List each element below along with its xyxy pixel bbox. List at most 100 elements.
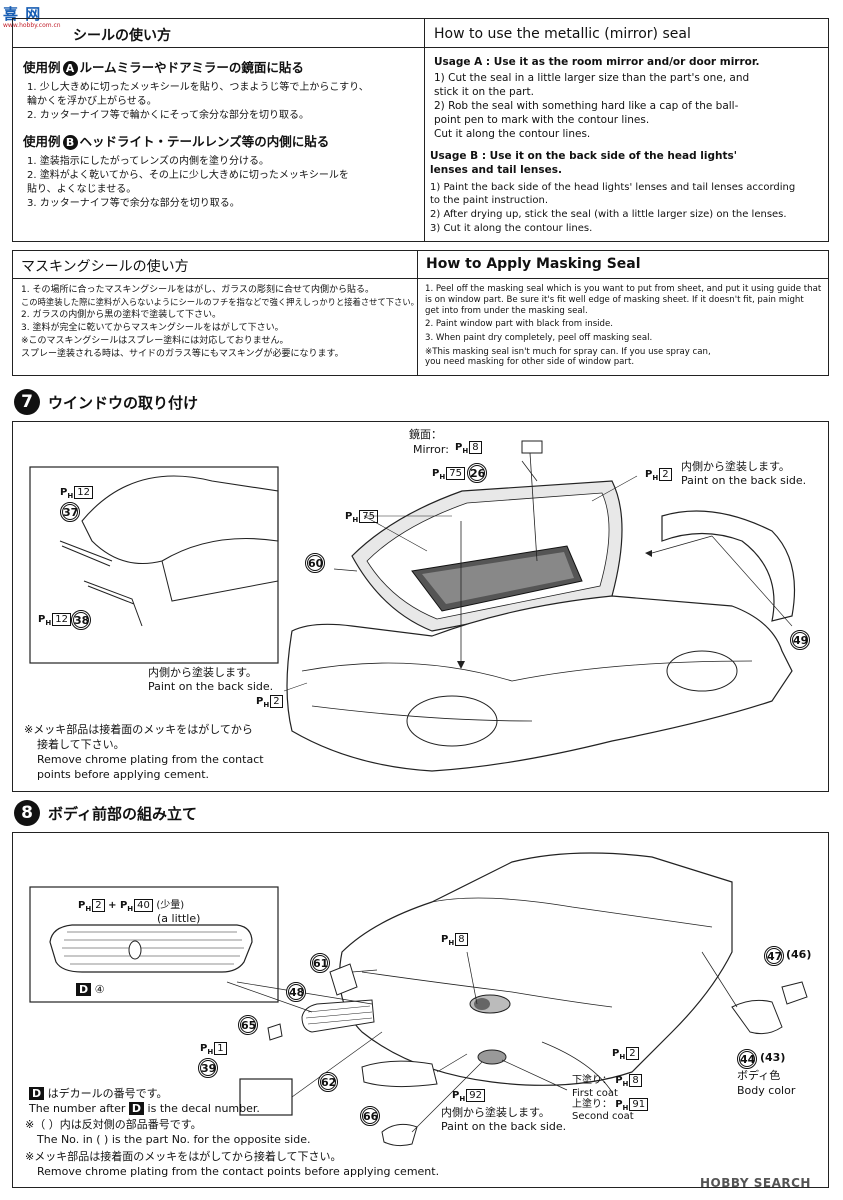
part-62-shape (361, 1060, 438, 1088)
mirror-b-line-1: 1. 塗装指示にしたがってレンズの内側を塗り分ける。 (27, 156, 270, 167)
part-46-label: (46) (786, 948, 812, 961)
car-front-body (338, 852, 733, 1086)
second-coat-en: Second coat (572, 1111, 634, 1122)
masking-jp-3: 2. ガラスの内側から黒の塗料で塗装して下さい。 (21, 310, 221, 320)
wiper-38 (83, 580, 143, 627)
part-49: 49 (790, 630, 810, 650)
chrome-note-jp-2: 接着して下さい。 (37, 738, 125, 751)
paint-back-en-right: Paint on the back side. (681, 474, 807, 487)
a-little-label: (a little) (157, 912, 201, 925)
part-61: 61 (310, 953, 330, 973)
paint-back-jp-left: 内側から塗装します。 (148, 666, 257, 679)
chrome-note-en-2: points before applying cement. (37, 768, 210, 781)
mirror-jp-title: シールの使い方 (73, 28, 171, 44)
mirror-label-en: Mirror: (413, 443, 449, 456)
mirror-divider (424, 19, 426, 241)
masking-jp-4: 3. 塗料が完全に乾いてからマスキングシールをはがして下さい。 (21, 323, 284, 333)
chrome-note-jp-8: ※メッキ部品は接着面のメッキをはがしてから接着して下さい。 (25, 1150, 342, 1163)
masking-jp-5: ※このマスキングシールはスプレー塗料には対応しておりません。 (21, 336, 289, 346)
masking-en-3: get into from under the masking seal. (425, 306, 588, 316)
mirror-en-b-2: to the paint instruction. (430, 195, 549, 206)
part-48-shape (301, 999, 375, 1033)
part-26: 26 (467, 463, 487, 483)
part-43-label: (43) (760, 1051, 786, 1064)
paint-back-jp-8: 内側から塗装します。 (441, 1106, 550, 1119)
rear-bumper (661, 510, 795, 622)
opposite-note-jp: ※（ ）内は反対側の部品番号です。 (25, 1118, 202, 1131)
masking-jp-6: スプレー塗装される時は、サイドのガラス等にもマスキングが必要になります。 (21, 349, 344, 359)
mirror-en-b-title-1: Usage B : Use it on the back side of the… (430, 150, 737, 162)
paint-back-en-8: Paint on the back side. (441, 1120, 567, 1133)
part-66: 66 (360, 1106, 380, 1126)
step-7-box (12, 421, 829, 792)
mirror-en-a-2: stick it on the part. (434, 86, 534, 98)
mirror-en-b-1: 1) Paint the back side of the head light… (430, 182, 796, 193)
hobby-search-watermark: HOBBY SEARCH (700, 1176, 811, 1190)
part-39: 39 (198, 1058, 218, 1078)
masking-jp-1: 1. その場所に合ったマスキングシールをはがし、ガラスの彫刻に合せて内側から貼る… (21, 285, 375, 295)
decal-note-en: The number after D is the decal number. (29, 1102, 260, 1115)
mirror-en-a-3: 2) Rob the seal with something hard like… (434, 100, 739, 112)
masking-en-5: 3. When paint dry completely, peel off m… (425, 333, 653, 343)
mirror-part-47 (781, 981, 808, 1005)
masking-en-7: you need masking for other side of windo… (425, 357, 635, 367)
paint-back-en-left: Paint on the back side. (148, 680, 274, 693)
part-37: 37 (60, 502, 80, 522)
wiper-37 (59, 540, 113, 567)
part-60: 60 (305, 553, 325, 573)
chrome-note-en-1: Remove chrome plating from the contact (37, 753, 264, 766)
masking-en-title: How to Apply Masking Seal (426, 256, 641, 272)
badge-a: A (62, 61, 78, 76)
part-65-shape (267, 1023, 283, 1041)
chrome-note-jp-1: ※メッキ部品は接着面のメッキをはがしてから (24, 723, 253, 736)
mirror-en-a-4: point pen to mark with the contour lines… (434, 114, 650, 126)
inset-hood (81, 475, 279, 565)
mirror-en-a-title: Usage A : Use it as the room mirror and/… (434, 56, 760, 68)
step-8-title: ボディ前部の組み立て (48, 805, 197, 823)
car-body (286, 595, 793, 772)
step-8-box (12, 832, 829, 1188)
body-color-en: Body color (737, 1084, 796, 1097)
mirror-b-line-2: 2. 塗料がよく乾いてから、その上に少し大きめに切ったメッキシールを (27, 170, 349, 181)
step-7-number: 7 (14, 389, 40, 415)
mirror-b-line-3: 貼り、よくなじませる。 (27, 184, 137, 195)
opposite-note-en: The No. in ( ) is the part No. for the o… (37, 1133, 311, 1146)
logo-url: www.hobby.com.cn (3, 22, 61, 29)
masking-en-1: 1. Peel off the masking seal which is yo… (425, 284, 822, 294)
step-8-illustration (29, 852, 808, 1147)
mirror-a-line-2: 輪かくを浮かび上がらせる。 (27, 96, 157, 107)
body-color-jp: ボディ色 (737, 1069, 781, 1082)
decal-label-inset: D ④ (76, 983, 105, 997)
inset-emblem (128, 940, 142, 960)
part-61-shape (329, 963, 358, 996)
masking-seal-box: マスキングシールの使い方 How to Apply Masking Seal 1… (12, 250, 829, 376)
masking-en-4: 2. Paint window part with black from ins… (425, 319, 614, 329)
decal-note-jp: D はデカールの番号です。 (29, 1087, 168, 1101)
mirror-label-jp: 鏡面： (409, 428, 442, 441)
masking-jp-2: この時塗装した際に塗料が入らないようにシールのフチを指などで強く押えしっかりと接… (21, 297, 419, 307)
front-wheel-arch (406, 695, 498, 747)
part-62: 62 (318, 1072, 338, 1092)
rear-wheel-arch (666, 650, 738, 692)
mirror-header-line (13, 47, 828, 49)
mirror-en-a-5: Cut it along the contour lines. (434, 128, 591, 140)
part-65: 65 (238, 1015, 258, 1035)
mirror-en-b-4: 3) Cut it along the contour lines. (430, 223, 593, 234)
part-38: 38 (71, 610, 91, 630)
masking-en-2: is on window part. Be sure it's fit well… (425, 295, 804, 305)
inset-grille (49, 924, 253, 973)
masking-jp-title: マスキングシールの使い方 (21, 259, 189, 275)
part-66-shape (381, 1123, 418, 1147)
step-7-title: ウインドウの取り付け (48, 394, 199, 412)
mirror-a-line-3: 2. カッターナイフ等で輪かくにそって余分な部分を切り取る。 (27, 110, 310, 121)
